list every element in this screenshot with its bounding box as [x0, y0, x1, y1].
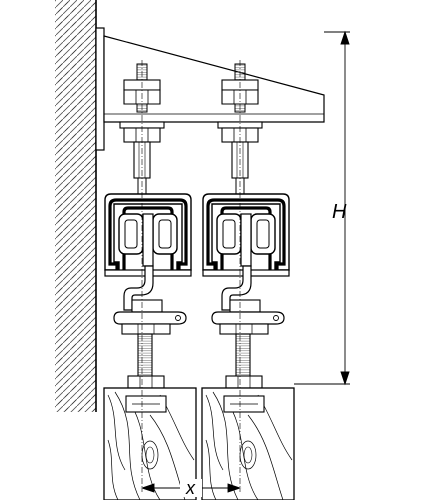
hex-nut [127, 375, 165, 389]
height-label: H [332, 201, 347, 223]
center-lines [141, 60, 241, 492]
hex-nut [131, 299, 163, 313]
threaded-stud [137, 333, 153, 381]
spacing-label-bg [180, 479, 202, 497]
wall [55, 0, 97, 412]
door-top-section [103, 387, 295, 500]
spacing-label: x [185, 478, 196, 498]
door-plate [113, 311, 187, 325]
height-dimension [294, 30, 350, 386]
